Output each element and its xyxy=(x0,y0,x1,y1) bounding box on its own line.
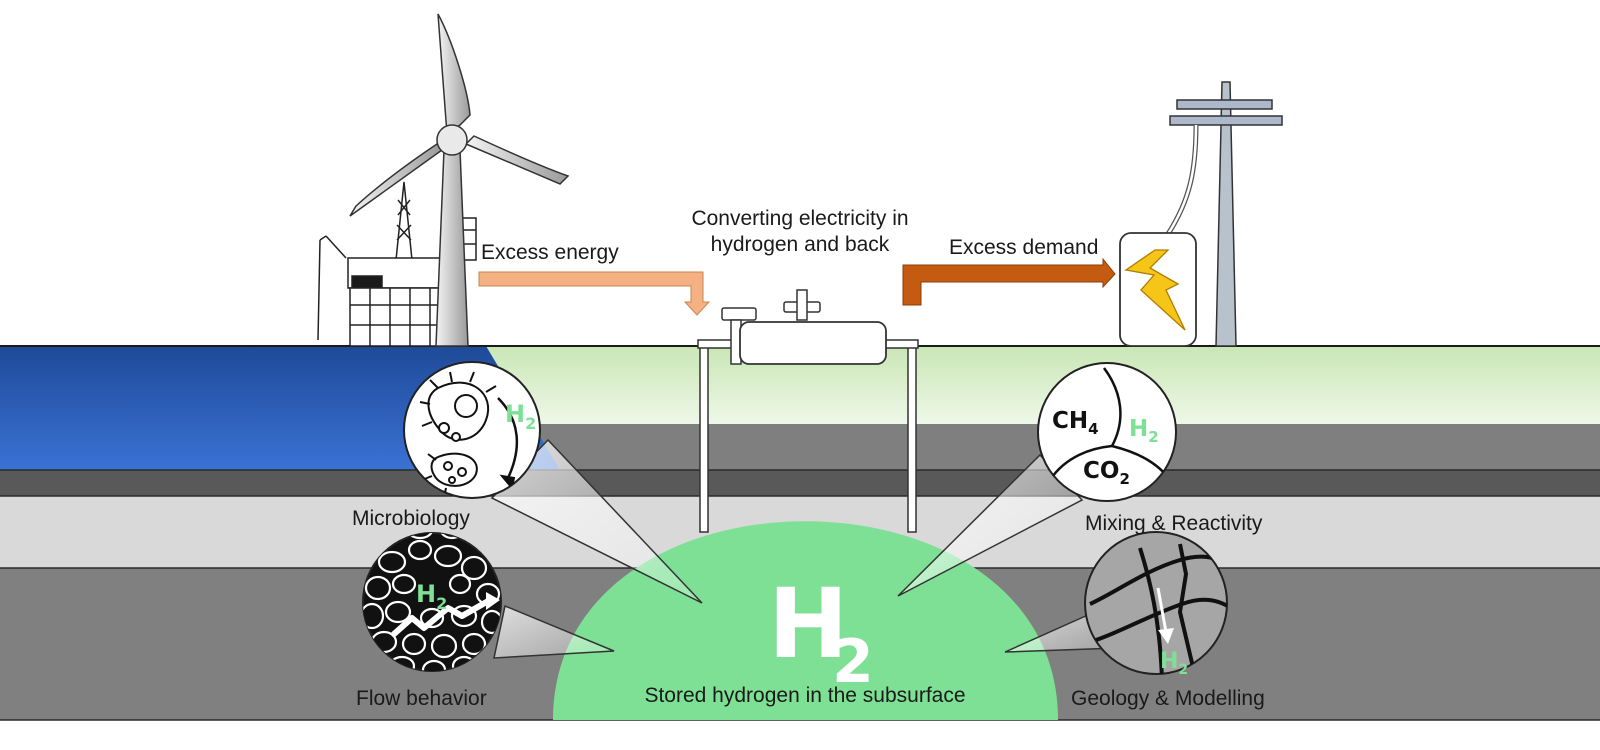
offshore-platform-icon xyxy=(317,181,477,347)
excess-energy-label: Excess energy xyxy=(481,241,619,264)
ch4-formula: CH4 xyxy=(1052,408,1099,438)
mixing-h2-formula: H2 xyxy=(1129,416,1159,446)
flow-h2-formula: H2 xyxy=(416,580,447,613)
microbiology-circle: H2 xyxy=(403,361,541,499)
co2-formula: CO2 xyxy=(1083,458,1130,488)
excess-demand-arrow xyxy=(902,257,1116,306)
big-h2-letter: H xyxy=(768,568,849,680)
stored-hydrogen-label: Stored hydrogen in the subsurface xyxy=(644,684,966,707)
flow-behavior-label: Flow behavior xyxy=(356,687,487,710)
lightning-bolt-icon xyxy=(1124,249,1186,331)
converting-label: Converting electricity in hydrogen and b… xyxy=(660,206,940,259)
grid-box-icon xyxy=(1119,232,1197,347)
geology-modelling-label: Geology & Modelling xyxy=(1071,687,1265,710)
wind-turbine-icon xyxy=(349,13,570,347)
mixing-reactivity-circle: CH4 H2 CO2 xyxy=(1037,362,1177,502)
land-surface-layer xyxy=(480,346,1600,424)
excess-energy-arrow xyxy=(478,271,711,316)
microbiology-label: Microbiology xyxy=(352,507,470,530)
microbiology-h2-formula: H2 xyxy=(505,400,536,433)
geology-modelling-circle: H2 xyxy=(1084,531,1228,678)
electrolyzer-unit xyxy=(697,289,919,365)
dark-seal-layer xyxy=(0,470,1600,496)
big-h2-subscript: 2 xyxy=(832,627,874,697)
excess-demand-label: Excess demand xyxy=(949,236,1099,259)
converting-label-line2: hydrogen and back xyxy=(710,233,890,257)
converting-label-line1: Converting electricity in xyxy=(691,207,909,230)
mixing-reactivity-label: Mixing & Reactivity xyxy=(1085,512,1263,535)
power-pylon-icon xyxy=(1165,81,1283,347)
geology-h2-formula: H2 xyxy=(1160,649,1188,678)
